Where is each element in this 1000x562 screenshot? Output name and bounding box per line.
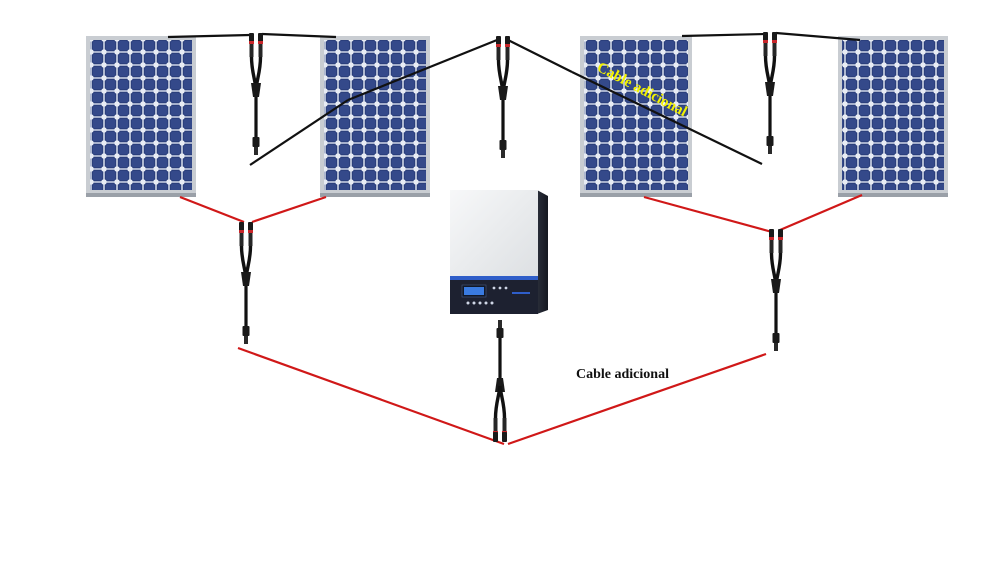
mc4-y-connector-center-top [494,34,512,160]
solar-panel-1 [86,36,196,197]
solar-panel-3 [580,36,692,197]
negative-wiring [179,193,863,446]
mc4-y-connector-left-lower [237,220,255,346]
solar-panel-4 [838,36,948,197]
wire-ybranch-to-panel4 [775,31,861,42]
wire-left-to-main-ybranch [237,346,505,446]
wire-panel4-to-lower-ybranch [779,193,863,232]
wire-right-array-lower [571,71,763,165]
mc4-y-connector-left-top [247,31,265,157]
wire-center-to-right-array [507,39,573,73]
wire-left-array-to-center [347,38,498,102]
wire-panel3-to-lower-ybranch [643,195,773,234]
wire-ybranch-to-panel2 [261,32,337,39]
wire-ybranch-to-panel2-lower [249,99,349,166]
wire-right-to-main-ybranch [507,352,767,446]
wire-panel1-to-lower-ybranch [179,195,245,224]
mc4-y-connector-main [491,318,509,444]
label-extra-cable-dark: Cable adicional [576,367,669,382]
wire-panel1-to-ybranch [167,33,251,39]
wire-panel3-to-ybranch [681,32,766,38]
inverter [450,190,548,314]
mc4-y-connector-right-lower [767,227,785,353]
solar-panel-2 [320,36,430,197]
positive-wiring [167,31,861,166]
wire-panel2-to-lower-ybranch [251,195,327,224]
mc4-y-connector-right-top [761,30,779,156]
